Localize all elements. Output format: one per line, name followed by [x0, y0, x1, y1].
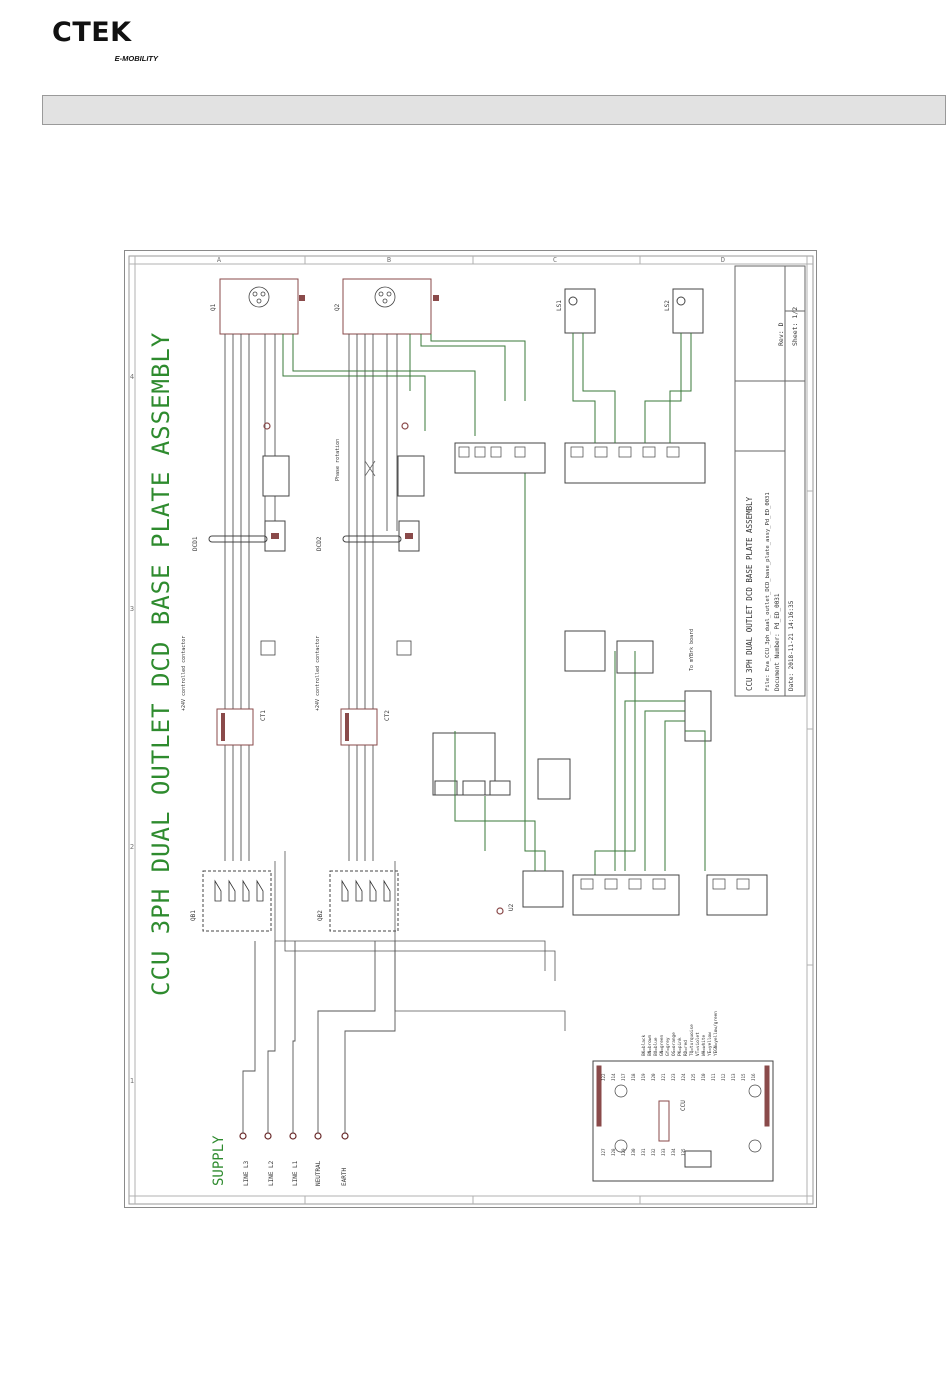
ccu-pin-j32: J32: [651, 1148, 656, 1156]
legend-vt: VT=violet: [695, 1032, 701, 1056]
schematic-sheet: A B C D 1 2 3 4 CCU 3PH DUAL OUTLET DCD …: [124, 250, 817, 1208]
legend-gy: GY=grey: [665, 1037, 671, 1056]
ref-qb2: QB2: [317, 910, 324, 921]
legend-og: OG=orange: [671, 1032, 677, 1056]
ref-dcd2: DCD2: [316, 536, 323, 551]
zone-letter-d: D: [721, 256, 725, 264]
ccu-pin-j25: J25: [691, 1073, 696, 1081]
ccu-pin-j20: J20: [651, 1073, 656, 1081]
title-block-date: Date: 2018-11-21 14:16:35: [788, 600, 795, 691]
ccu-pin-j31: J31: [641, 1148, 646, 1156]
ref-q2: Q2: [334, 303, 341, 311]
supply-terminal-l3: LINE L3: [243, 1160, 250, 1186]
schematic-title: CCU 3PH DUAL OUTLET DCD BASE PLATE ASSEM…: [147, 332, 175, 996]
ccu-pin-j17: J17: [621, 1073, 626, 1081]
ccu-pin-j13: J13: [731, 1073, 736, 1081]
zone-letter-a: A: [217, 256, 222, 264]
supply-terminal-l2: LINE L2: [268, 1160, 275, 1186]
ref-ct2: CT2: [384, 710, 391, 721]
note-contactor-1: +24V controlled contactor: [181, 636, 187, 711]
logo-subtext: E-MOBILITY: [114, 54, 158, 63]
ccu-pin-j33: J33: [661, 1148, 666, 1156]
legend-pk: PK=pink: [677, 1037, 683, 1056]
ref-qb1: QB1: [190, 910, 197, 921]
ccu-pin-j34: J34: [671, 1148, 676, 1156]
title-banner: [42, 95, 946, 125]
supply-label: SUPPLY: [211, 1135, 227, 1186]
legend-ye: YE=yellow: [707, 1032, 713, 1056]
ccu-pin-j19: J19: [641, 1073, 646, 1081]
zone-number-3: 3: [130, 605, 134, 613]
ccu-pin-j11: J11: [711, 1073, 716, 1081]
ref-ccu: CCU: [680, 1100, 687, 1111]
zone-letter-c: C: [553, 256, 557, 264]
zone-number-2: 2: [130, 843, 134, 851]
ccu-pin-j35: J35: [681, 1148, 686, 1156]
ccu-pin-j22: J22: [601, 1073, 606, 1081]
zone-number-1: 1: [130, 1077, 134, 1085]
ccu-pin-j15: J15: [741, 1073, 746, 1081]
ref-ct1: CT1: [260, 710, 267, 721]
note-mybrk: To mYBrk board: [689, 629, 695, 671]
ccu-pin-j16: J16: [751, 1073, 756, 1081]
ccu-pin-j10: J10: [701, 1073, 706, 1081]
note-contactor-2: +24V controlled contactor: [315, 636, 321, 711]
ccu-pin-j30: J30: [631, 1148, 636, 1156]
ref-u2: U2: [508, 903, 515, 911]
legend-bn: BN=brown: [647, 1034, 653, 1056]
ctek-logo: CTEK E-MOBILITY: [52, 18, 162, 66]
title-block-sheet: Sheet: 1/2: [791, 307, 799, 346]
logo-wordmark: CTEK: [52, 17, 132, 48]
ccu-pin-j27: J27: [601, 1148, 606, 1156]
zone-letter-b: B: [387, 256, 391, 264]
supply-terminal-l1: LINE L1: [292, 1160, 299, 1186]
ccu-pin-j12: J12: [721, 1073, 726, 1081]
ref-ls1: LS1: [556, 300, 563, 311]
zone-number-4: 4: [130, 373, 134, 381]
ref-dcd1: DCD1: [192, 536, 199, 551]
supply-terminal-neutral: NEUTRAL: [315, 1160, 322, 1186]
note-phase-rotation: Phase rotation: [335, 439, 341, 481]
legend-bu: BU=blue: [653, 1037, 659, 1056]
title-block-description: CCU 3PH DUAL OUTLET DCD BASE PLATE ASSEM…: [745, 496, 754, 691]
schematic-drawing: A B C D 1 2 3 4 CCU 3PH DUAL OUTLET DCD …: [128, 255, 814, 1205]
legend-bk: BK=black: [641, 1034, 647, 1056]
legend-tq: TQ=turquoise: [689, 1024, 695, 1056]
ref-q1: Q1: [210, 303, 217, 311]
ccu-pin-j18: J18: [631, 1073, 636, 1081]
legend-gn: GN=green: [659, 1034, 665, 1056]
ref-ls2: LS2: [664, 300, 671, 311]
legend-rd: RD=red: [683, 1040, 689, 1056]
ccu-pin-j28: J28: [611, 1148, 616, 1156]
ccu-pin-j29: J29: [621, 1148, 626, 1156]
title-block-rev: Rev: D: [777, 322, 785, 346]
title-block-file: File: Eva_CCU_3ph_dual_outlet_DCD_base_p…: [765, 492, 771, 691]
supply-terminal-earth: EARTH: [341, 1168, 348, 1186]
legend-wh: WH=white: [701, 1034, 707, 1056]
ccu-pin-j21: J21: [661, 1073, 666, 1081]
ccu-pin-j24: J24: [681, 1073, 686, 1081]
title-block-doc-number: Document Number: Pd_ED_0031: [774, 593, 781, 691]
legend-yegn: YEGN=yellow/green: [713, 1011, 719, 1056]
ccu-pin-j23: J23: [671, 1073, 676, 1081]
ccu-pin-j14: J14: [611, 1073, 616, 1081]
